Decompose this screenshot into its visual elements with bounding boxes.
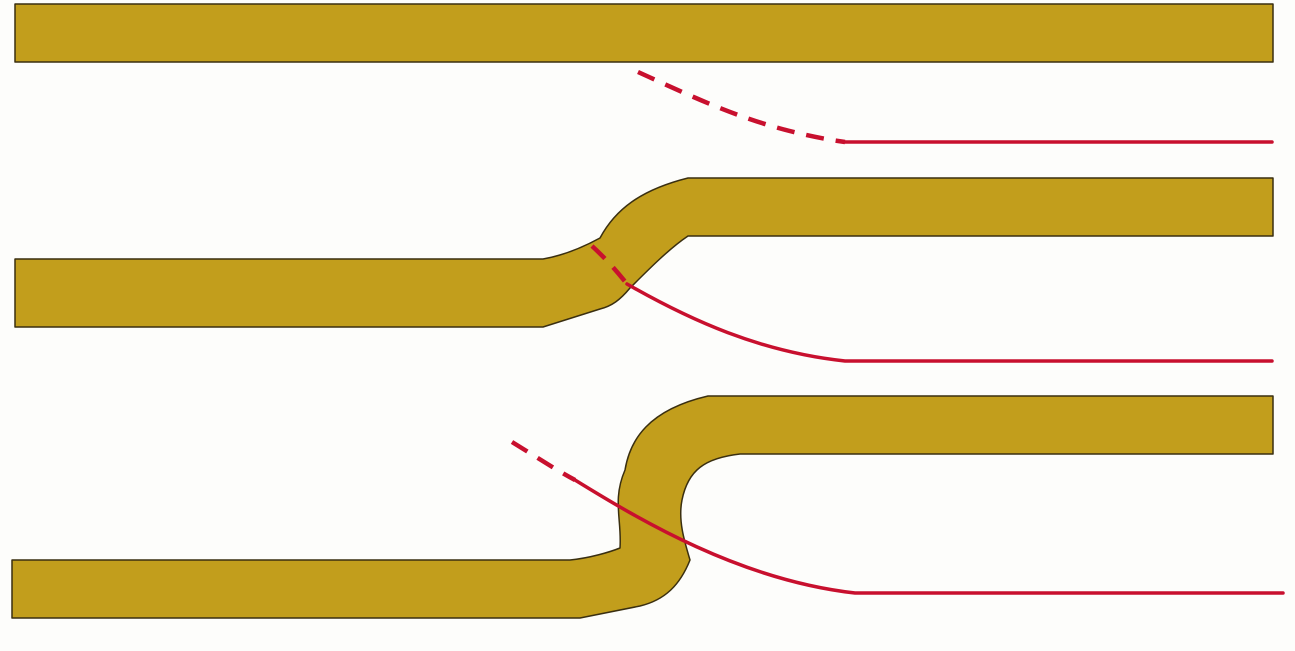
band-bottom — [11, 395, 1274, 619]
curve-bottom-solid — [573, 478, 1285, 595]
panel-bottom — [11, 395, 1285, 619]
panel-top — [14, 3, 1274, 145]
curve-middle-solid — [625, 282, 1274, 363]
curve-top-dashed — [637, 69, 846, 145]
curve-middle-dashed — [590, 244, 629, 286]
panel-middle — [14, 177, 1274, 363]
band-top — [14, 3, 1274, 63]
curve-bottom-dashed — [510, 440, 577, 482]
band-middle — [14, 177, 1274, 328]
